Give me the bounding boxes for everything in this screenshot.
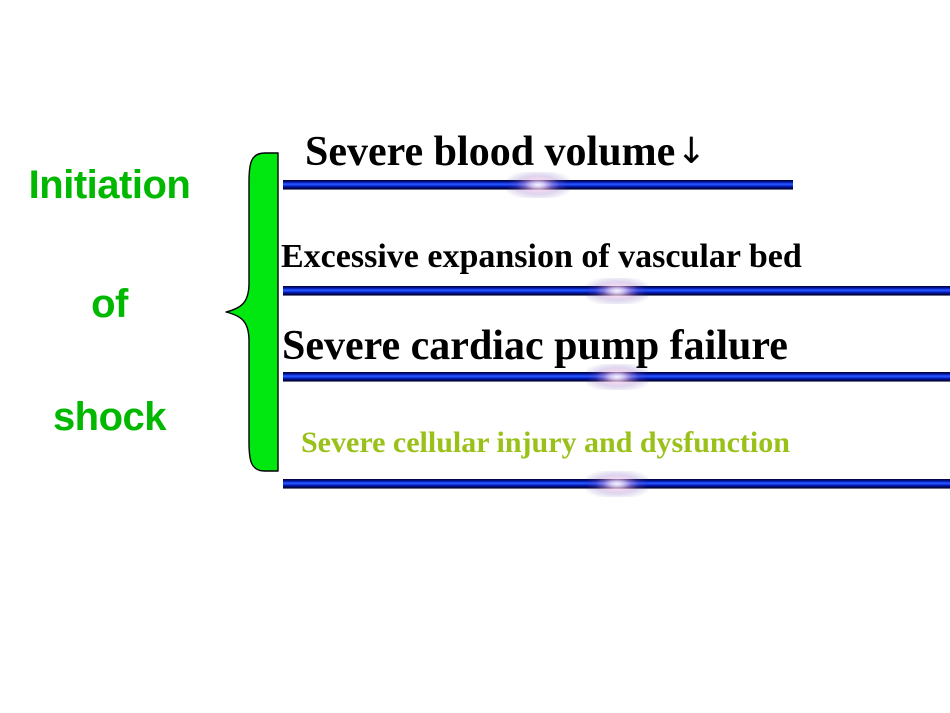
row-text-severe-cardiac-pump-failure: Severe cardiac pump failure [282, 323, 788, 369]
divider-bar-3 [283, 471, 950, 497]
down-arrow-icon: ↓ [676, 131, 707, 172]
divider-bar-0 [283, 172, 793, 198]
divider-bar-2 [283, 364, 950, 390]
row-text-severe-cellular-injury: Severe cellular injury and dysfunction [301, 426, 790, 459]
divider-bar-1 [283, 278, 950, 304]
divider-gradient-2 [283, 371, 950, 382]
row-text-severe-blood-volume: Severe blood volume↓ [305, 131, 706, 173]
initiation-of-shock-label: Initiation of shock [0, 0, 225, 713]
divider-gradient-1 [283, 285, 950, 296]
label-word-initiation: Initiation [28, 163, 191, 207]
row-label-0: Severe blood volume [305, 129, 676, 175]
label-word-of: of [91, 282, 128, 326]
row-text-excessive-expansion: Excessive expansion of vascular bed [281, 238, 802, 275]
divider-gradient-3 [283, 478, 950, 489]
divider-gradient-0 [283, 179, 793, 190]
green-curly-brace-icon [224, 152, 280, 472]
label-word-shock: shock [52, 395, 167, 439]
